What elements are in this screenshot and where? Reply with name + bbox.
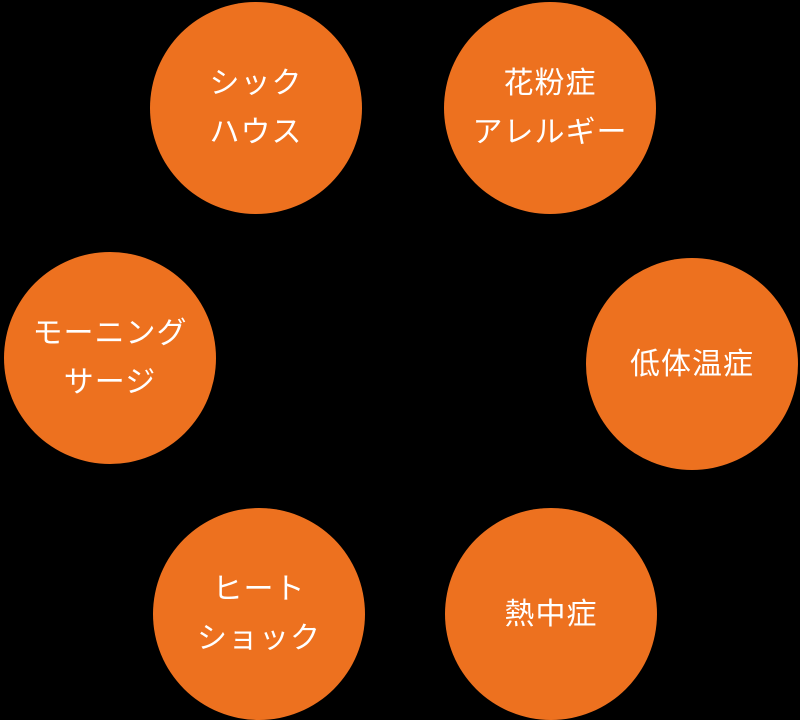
circle-sick-house: シック ハウス [150, 2, 362, 214]
circle-heat-shock: ヒート ショック [153, 508, 365, 720]
circle-label-line: ハウス [209, 115, 303, 150]
circle-label-line: ショック [197, 621, 321, 656]
circle-morning-surge: モーニング サージ [4, 252, 216, 464]
circle-label: 熱中症 [505, 590, 598, 639]
circle-label-line: シック [209, 66, 303, 101]
circle-label-line: サージ [63, 365, 157, 400]
circle-label-line: 熱中症 [504, 596, 598, 632]
circle-label-line: 花粉症 [503, 66, 597, 101]
circle-pollen-allergy: 花粉症 アレルギー [444, 2, 656, 214]
circle-label-line: 低体温症 [630, 346, 754, 382]
circle-label: シック ハウス [210, 59, 303, 157]
circle-heat-stroke: 熱中症 [445, 508, 657, 720]
circle-hypothermia: 低体温症 [586, 258, 798, 470]
circle-label-line: モーニング [32, 316, 188, 351]
circle-label: モーニング サージ [33, 309, 188, 407]
circle-label: ヒート ショック [197, 565, 321, 663]
circle-label: 低体温症 [630, 340, 754, 389]
circle-label: 花粉症 アレルギー [473, 59, 628, 157]
circle-label-line: アレルギー [472, 115, 628, 150]
circle-label-line: ヒート [212, 572, 306, 607]
